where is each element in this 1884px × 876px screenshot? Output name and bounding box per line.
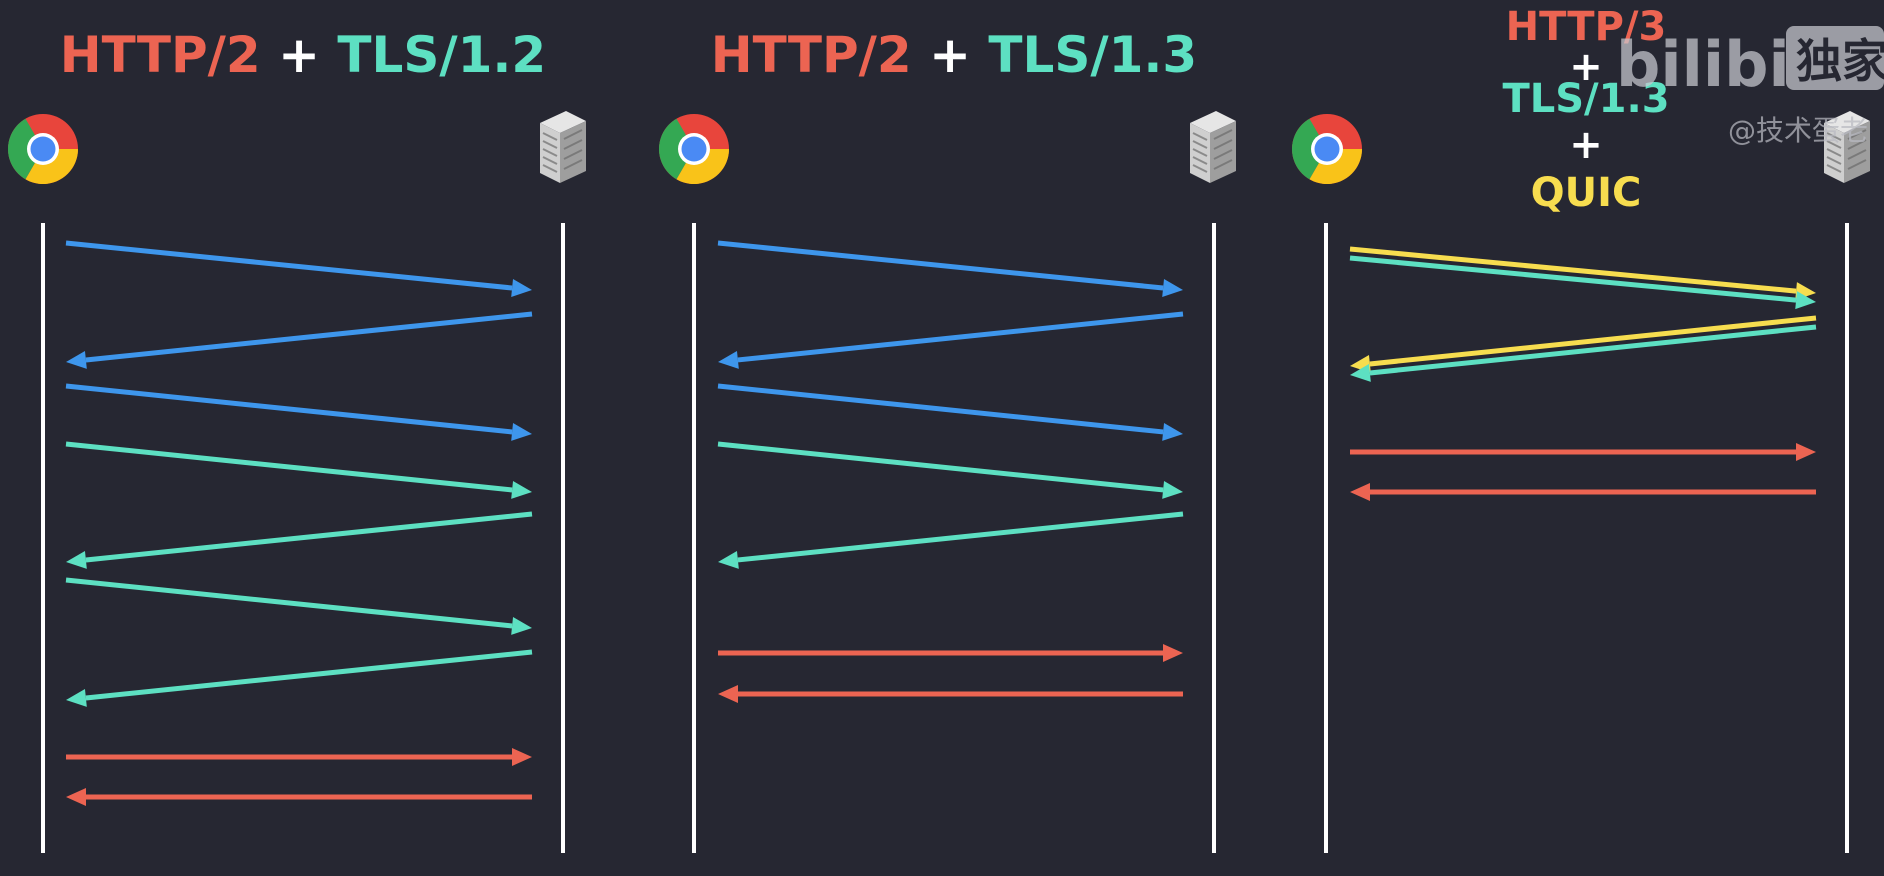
message-arrow-tcp-to-server	[717, 383, 1183, 441]
server-icon	[539, 110, 587, 184]
author-handle: @技术蛋老	[1728, 114, 1868, 147]
message-arrow-http-to-server	[66, 748, 532, 766]
title-part: +	[912, 26, 989, 84]
message-arrow-tls-to-server	[65, 577, 532, 635]
badge-background	[1786, 26, 1884, 90]
title-part: HTTP/2	[60, 26, 261, 84]
chrome-browser-icon	[1292, 114, 1362, 184]
message-arrow-http-to-client	[66, 788, 532, 806]
message-arrow-tls-to-server	[717, 441, 1183, 499]
server-icon	[1189, 110, 1237, 184]
title-part: TLS/1.3	[1502, 76, 1669, 122]
panel-http2-tls12: HTTP/2 + TLS/1.2	[8, 26, 587, 853]
message-arrow-tcp-to-server	[65, 383, 532, 441]
message-arrow-quic-tls-to-server-quic	[1349, 246, 1816, 301]
message-arrow-http-to-server	[718, 644, 1183, 662]
exclusive-badge: 独家	[1796, 34, 1884, 88]
title-part: +	[1569, 122, 1603, 168]
message-arrow-tcp-to-client	[718, 311, 1184, 369]
message-arrow-tls-to-client	[66, 511, 533, 569]
panel-http3-tls13-quic: HTTP/3+TLS/1.3+QUIC	[1292, 4, 1871, 853]
message-arrow-tcp-to-client	[66, 311, 533, 369]
message-arrow-tls-to-client	[66, 649, 533, 707]
chrome-browser-icon	[659, 114, 729, 184]
panel-http2-tls13: HTTP/2 + TLS/1.3	[659, 26, 1237, 853]
title-part: TLS/1.2	[337, 26, 546, 84]
message-arrow-tcp-to-server	[65, 240, 532, 297]
title-part: TLS/1.3	[988, 26, 1197, 84]
title-part: +	[1569, 44, 1603, 90]
panel-title: HTTP/2 + TLS/1.3	[711, 26, 1197, 84]
message-arrow-tcp-to-server	[717, 240, 1183, 297]
message-arrow-quic-tls-to-client-quic	[1350, 315, 1817, 373]
message-arrow-tls-to-server	[65, 441, 532, 499]
message-arrow-http-to-client	[718, 685, 1183, 703]
message-arrow-http-to-client	[1350, 483, 1816, 501]
message-arrow-http-to-server	[1350, 443, 1816, 461]
message-arrow-quic-tls-to-client-tls	[1350, 324, 1817, 382]
message-arrow-tls-to-client	[718, 511, 1184, 569]
message-arrow-quic-tls-to-server-tls	[1349, 255, 1816, 310]
chrome-browser-icon	[8, 114, 78, 184]
title-part: +	[261, 26, 338, 84]
title-part: HTTP/2	[711, 26, 912, 84]
title-part: QUIC	[1531, 170, 1642, 216]
title-part: HTTP/3	[1506, 4, 1667, 50]
panel-title: HTTP/2 + TLS/1.2	[60, 26, 546, 84]
